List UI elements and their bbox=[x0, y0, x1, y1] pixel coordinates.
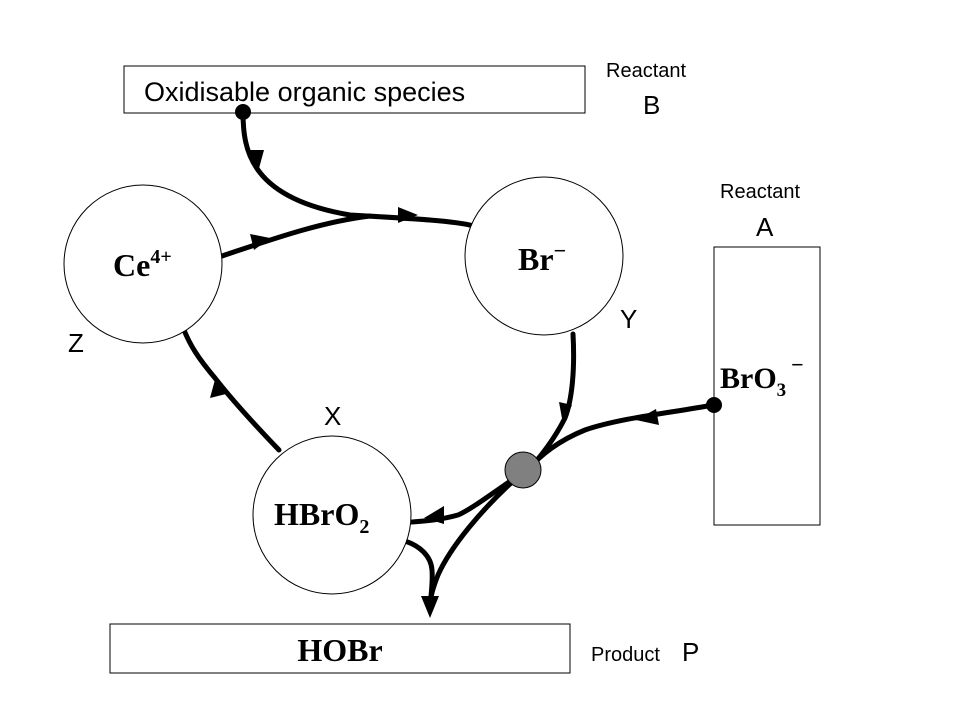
flow-lines bbox=[181, 109, 716, 609]
arrowhead-up-icon bbox=[210, 376, 226, 398]
flow-bromate-to-junction bbox=[525, 402, 716, 473]
reactant-b-tag-letter: B bbox=[643, 90, 660, 120]
product-p-text: HOBr bbox=[297, 632, 382, 668]
ce-species: Ce4+ bbox=[113, 246, 172, 283]
bromate-species: BrO3 bbox=[720, 362, 786, 401]
organic-source-dot bbox=[235, 104, 251, 120]
reactant-b-text: Oxidisable organic species bbox=[144, 77, 465, 107]
reaction-junction-dot bbox=[504, 451, 542, 489]
reactant-b-box: Oxidisable organic species bbox=[123, 65, 586, 114]
product-p-box: HOBr bbox=[109, 623, 571, 674]
reactant-a-tag-letter: A bbox=[756, 212, 774, 242]
br-species: Br− bbox=[518, 238, 566, 277]
flow-junction-to-hbro2 bbox=[409, 470, 525, 525]
node-br: Br− bbox=[464, 176, 624, 336]
reactant-b-tag-word: Reactant bbox=[606, 60, 686, 82]
node-hbro2: HBrO2 bbox=[252, 435, 412, 595]
bromate-charge: − bbox=[791, 352, 804, 377]
flow-hbro2-to-hobr bbox=[402, 538, 435, 609]
br-variable: Y bbox=[620, 304, 637, 334]
arrowhead-right-icon bbox=[398, 207, 418, 223]
node-ce: Ce4+ bbox=[63, 184, 223, 344]
arrowhead-down-icon bbox=[421, 596, 439, 618]
arrowhead-down-icon bbox=[250, 150, 264, 172]
flow-organic-to-br bbox=[240, 109, 477, 229]
reactant-a-tag-word: Reactant bbox=[720, 181, 800, 203]
product-p-tag-letter: P bbox=[682, 637, 699, 667]
arrowheads bbox=[210, 150, 659, 618]
bromate-source-dot bbox=[706, 397, 722, 413]
hbro2-variable: X bbox=[324, 401, 341, 431]
ce-variable: Z bbox=[68, 328, 84, 358]
hbro2-species: HBrO2 bbox=[274, 496, 369, 538]
arrowhead-left-icon bbox=[636, 409, 659, 425]
arrowhead-left-icon bbox=[424, 506, 444, 524]
product-p-tag-word: Product bbox=[591, 644, 660, 666]
flow-ce-to-br bbox=[219, 213, 373, 259]
flow-junction-to-hobr bbox=[427, 470, 525, 609]
arrowhead-right-icon bbox=[250, 234, 270, 250]
reactant-a-box: BrO3 − bbox=[713, 246, 821, 526]
arrowhead-down-icon bbox=[559, 402, 572, 424]
flow-hbro2-to-ce bbox=[181, 327, 282, 453]
